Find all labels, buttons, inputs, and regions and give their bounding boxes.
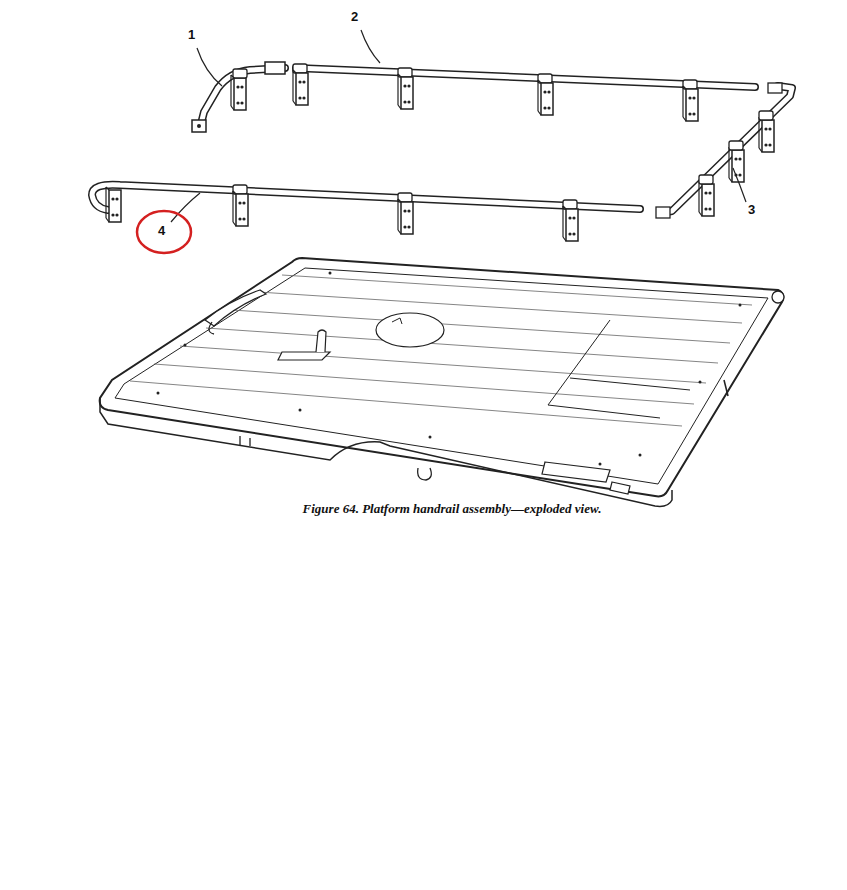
highlight-circle (137, 211, 191, 253)
rail-part-2 (293, 64, 755, 121)
platform (100, 258, 784, 506)
callout-number: 4 (158, 224, 165, 238)
callout-number: 1 (188, 28, 195, 42)
figure-caption: Figure 64. Platform handrail assembly—ex… (303, 502, 602, 516)
leader-lines (171, 30, 746, 222)
callout-number: 2 (351, 10, 358, 24)
rail-part-3 (656, 83, 792, 218)
callout-number: 3 (748, 203, 755, 217)
rail-part-1 (192, 62, 285, 132)
